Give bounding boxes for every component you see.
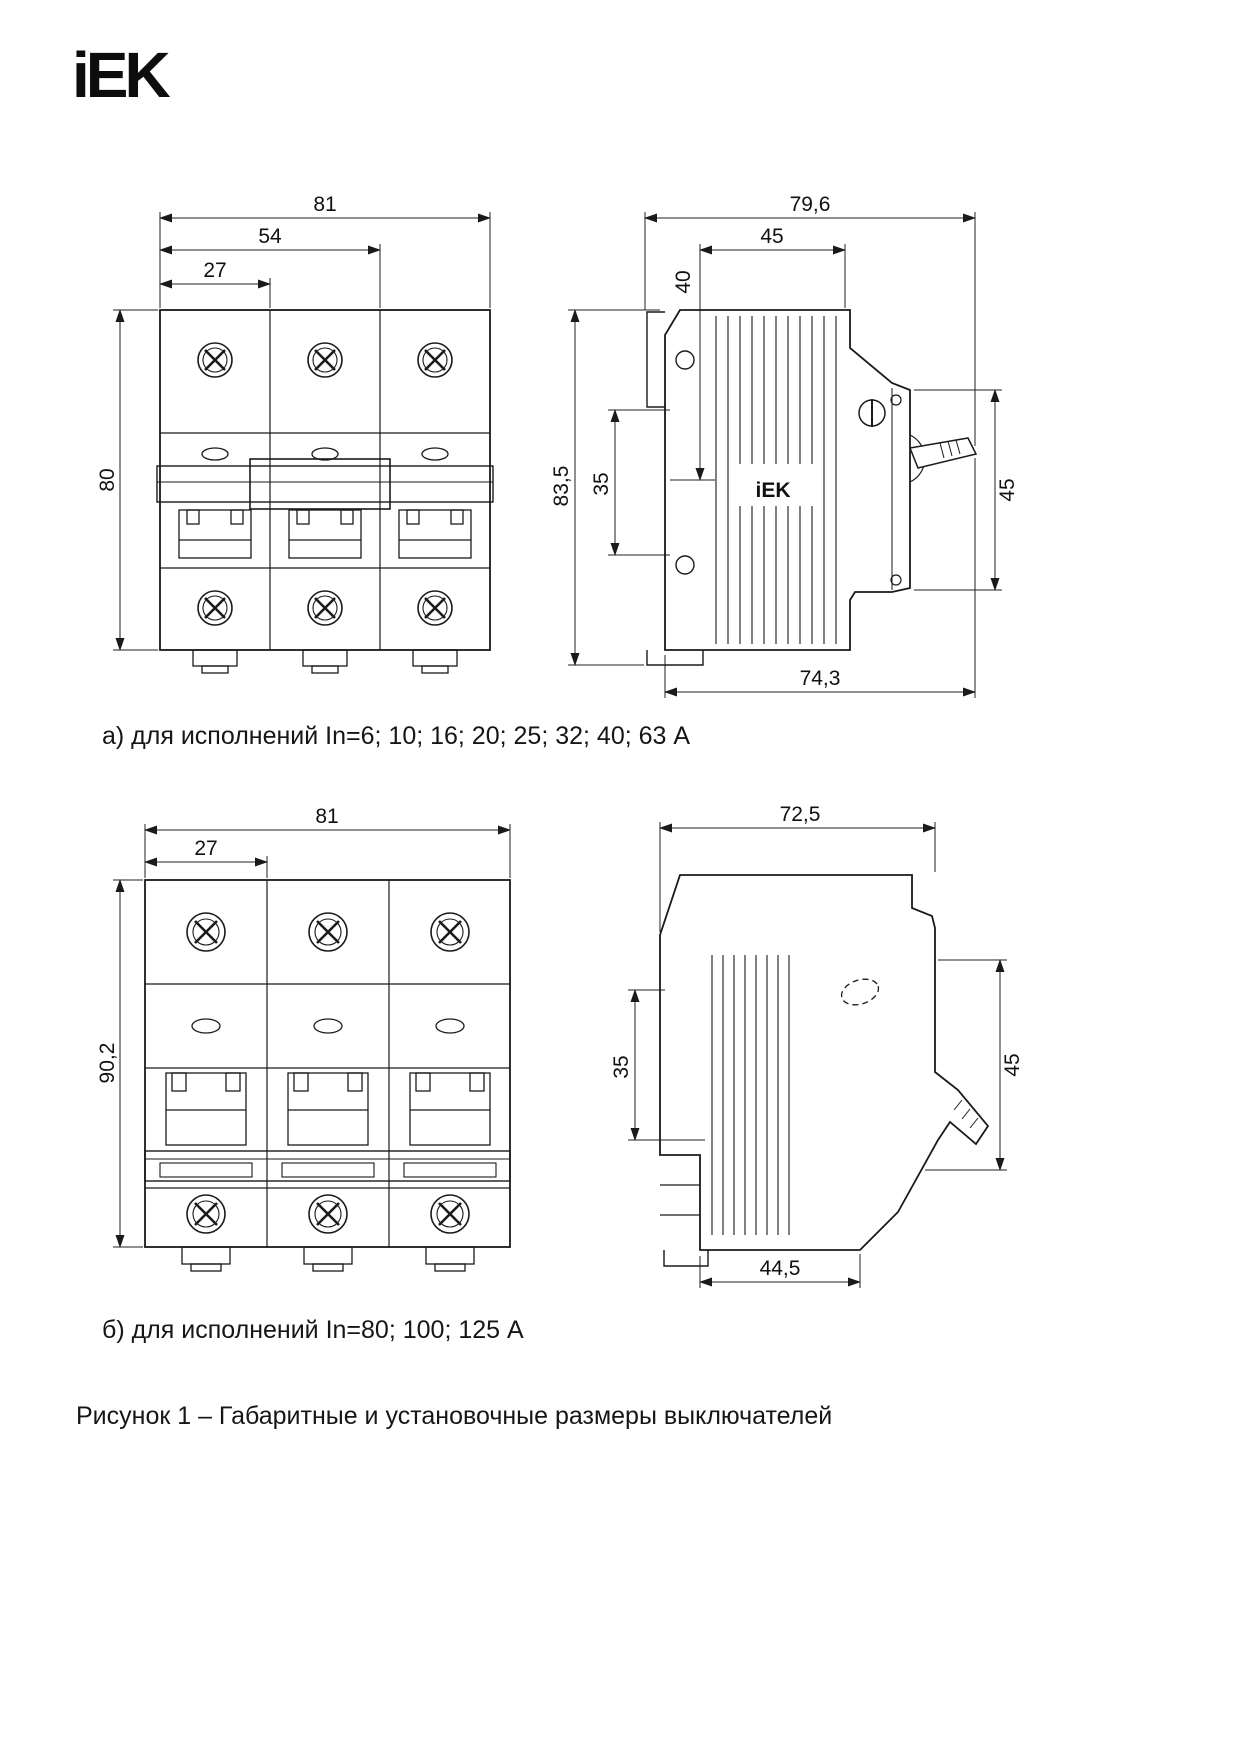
screw-icon [416,589,454,627]
dim-b-side-72-5: 72,5 [780,803,821,826]
dim-a-side-83-5: 83,5 [550,466,573,507]
side-view-b-drawing: 72,5 35 45 44,5 [610,803,1024,1288]
terminal-blocks [178,509,472,559]
screw-icon [429,1193,471,1235]
din-clips [192,649,458,674]
handle-bar [156,458,494,510]
dim-b-front-90-2: 90,2 [96,1043,119,1084]
dim-a-side-45-right: 45 [996,478,1019,501]
dim-a-front-80: 80 [96,468,119,491]
dimension-lines-a-front [113,212,491,651]
breaker-body-b-side [659,874,990,1267]
toggle-lever [908,434,978,483]
screw-icon [429,911,471,953]
dim-a-front-27: 27 [203,259,226,282]
screw-icon [307,1193,349,1235]
screw-icon [196,589,234,627]
screw-icon [185,911,227,953]
hidden-detail-dashed [840,978,880,1006]
screw-icon [306,341,344,379]
din-clips [181,1246,475,1272]
iek-logo: iEK [72,39,171,111]
toggle-lever [953,1099,979,1129]
terminal-blocks [165,1072,491,1146]
figure-title: Рисунок 1 – Габаритные и установочные ра… [76,1402,833,1430]
dim-a-side-79-6: 79,6 [790,193,831,216]
dim-b-side-45: 45 [1001,1053,1024,1076]
dim-b-side-44-5: 44,5 [760,1257,801,1280]
dim-a-front-54: 54 [258,225,282,248]
dim-a-side-45: 45 [760,225,783,248]
dim-b-side-35: 35 [610,1055,633,1078]
dimension-lines-b-side [628,822,1007,1288]
breaker-body-a-side: iEK [646,309,978,666]
screw-icon [307,911,349,953]
breaker-body-a-front [156,309,494,674]
screw-icon [306,589,344,627]
vent-slats [711,955,790,1235]
dim-a-front-81: 81 [313,193,336,216]
dim-a-side-35: 35 [590,472,613,495]
front-view-a-drawing: 81 54 27 80 [96,193,494,674]
side-logo-text: iEK [755,479,790,502]
dim-a-side-74-3: 74,3 [800,667,841,690]
breaker-body-b-front [144,879,511,1272]
caption-a: а) для исполнений In=6; 10; 16; 20; 25; … [102,722,691,750]
dimension-lines-b-front [113,824,511,1248]
handle-bar [144,1150,511,1182]
screw-icon [416,341,454,379]
screw-icon [185,1193,227,1235]
screw-icon [196,341,234,379]
front-view-b-drawing: 81 27 90,2 [96,805,511,1272]
dim-b-front-27: 27 [194,837,217,860]
dim-a-side-40: 40 [672,270,695,293]
caption-b: б) для исполнений In=80; 100; 125 А [102,1316,524,1344]
dim-b-front-81: 81 [315,805,338,828]
dimension-lines-a-side [568,212,1002,698]
side-view-a-drawing: 79,6 45 40 83,5 35 45 74,3 [550,193,1019,698]
